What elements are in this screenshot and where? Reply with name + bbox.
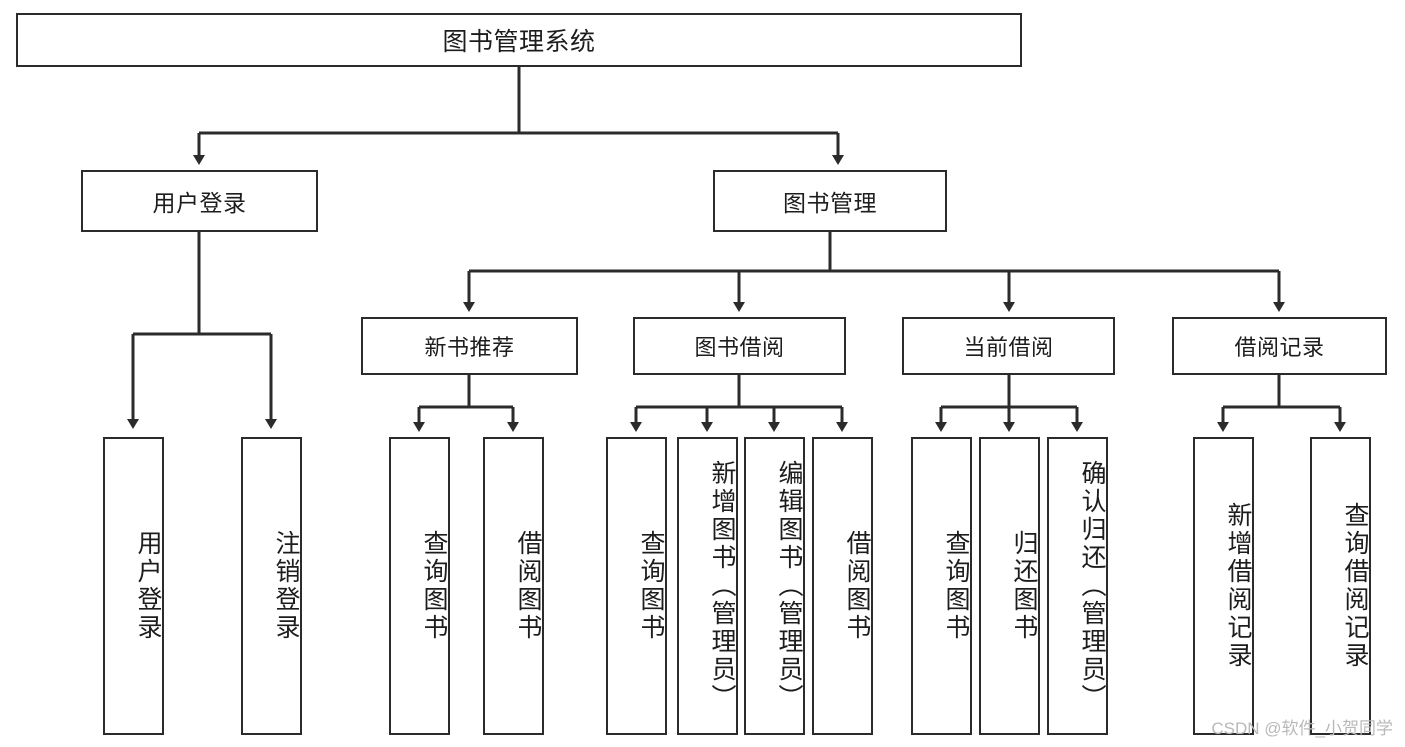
leaf-label: 编辑图书（管理员） (775, 460, 803, 712)
leaf-user-login[interactable]: 用户登录 (103, 437, 164, 735)
node-new-book-recommend[interactable]: 新书推荐 (361, 317, 578, 375)
leaf-add-book-admin[interactable]: 新增图书（管理员） (677, 437, 738, 735)
leaf-query-borrow-record[interactable]: 查询借阅记录 (1310, 437, 1371, 735)
leaf-label: 确认归还（管理员） (1078, 460, 1106, 712)
leaf-add-borrow-record[interactable]: 新增借阅记录 (1193, 437, 1254, 735)
leaf-borrow-book-recommend[interactable]: 借阅图书 (483, 437, 544, 735)
leaf-query-book-recommend[interactable]: 查询图书 (389, 437, 450, 735)
leaf-label: 新增借阅记录 (1224, 502, 1252, 670)
node-user-login[interactable]: 用户登录 (81, 170, 318, 232)
leaf-edit-book-admin[interactable]: 编辑图书（管理员） (744, 437, 805, 735)
node-borrow-record[interactable]: 借阅记录 (1172, 317, 1387, 375)
leaf-label: 查询图书 (637, 530, 665, 642)
node-book-borrow[interactable]: 图书借阅 (633, 317, 846, 375)
leaf-confirm-return-admin[interactable]: 确认归还（管理员） (1047, 437, 1108, 735)
leaf-label: 注销登录 (272, 530, 300, 642)
leaf-label: 借阅图书 (514, 530, 542, 642)
leaf-label: 查询图书 (420, 530, 448, 642)
node-book-manage[interactable]: 图书管理 (713, 170, 947, 232)
leaf-label: 新增图书（管理员） (708, 460, 736, 712)
leaf-borrow-book[interactable]: 借阅图书 (812, 437, 873, 735)
leaf-return-book[interactable]: 归还图书 (979, 437, 1040, 735)
leaf-label: 查询图书 (942, 530, 970, 642)
leaf-label: 用户登录 (134, 530, 162, 642)
leaf-label: 查询借阅记录 (1341, 502, 1369, 670)
node-root[interactable]: 图书管理系统 (16, 13, 1022, 67)
node-current-borrow[interactable]: 当前借阅 (902, 317, 1115, 375)
leaf-logout-login[interactable]: 注销登录 (241, 437, 302, 735)
leaf-query-book-borrow[interactable]: 查询图书 (606, 437, 667, 735)
csdn-watermark: CSDN @软件_小贺同学 (1211, 719, 1393, 738)
leaf-label: 归还图书 (1010, 530, 1038, 642)
leaf-query-book-current[interactable]: 查询图书 (911, 437, 972, 735)
leaf-label: 借阅图书 (843, 530, 871, 642)
